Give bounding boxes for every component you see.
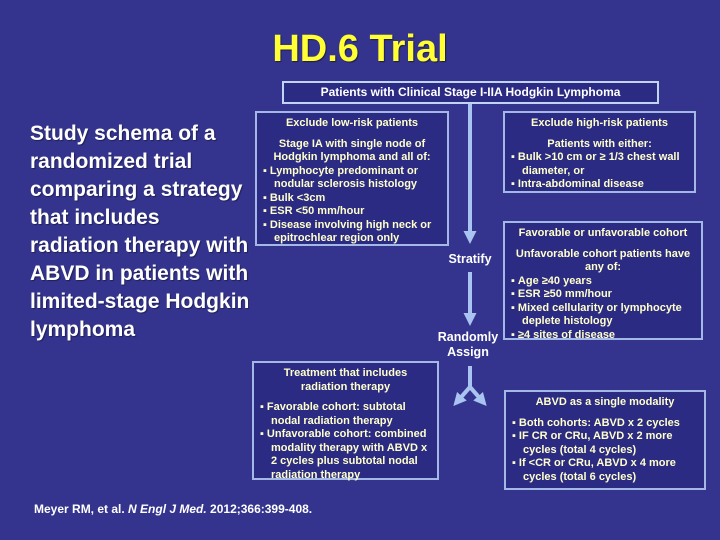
- list-item: ▪ESR <50 mm/hour: [263, 205, 441, 219]
- list-item: ▪Age ≥40 years: [511, 275, 695, 289]
- abvd-modality-header: ABVD as a single modality: [535, 396, 675, 408]
- list-item: ▪IF CR or CRu, ABVD x 2 more cycles (tot…: [512, 430, 698, 457]
- population-box-label: Patients with Clinical Stage I-IIA Hodgk…: [320, 85, 621, 99]
- cohort-bullets: ▪Age ≥40 years ▪ESR ≥50 mm/hour ▪Mixed c…: [511, 275, 695, 343]
- bullet-marker-icon: ▪: [511, 274, 515, 287]
- slide-title: HD.6 Trial: [272, 28, 448, 70]
- bullet-text: ≥4 sites of disease: [517, 328, 616, 341]
- radiation-treatment-header: Treatment that includes radiation therap…: [283, 367, 408, 393]
- exclude-low-risk-bullets: ▪Lymphocyte predominant or nodular scler…: [263, 165, 441, 246]
- exclude-low-risk-subheader: Stage IA with single node of Hodgkin lym…: [273, 137, 431, 164]
- bullet-marker-icon: ▪: [263, 164, 267, 177]
- fork-right-arrow-icon: [468, 385, 487, 407]
- exclude-high-risk-bullets: ▪Bulk >10 cm or ≥ 1/3 chest wall diamete…: [511, 151, 688, 192]
- bullet-marker-icon: ▪: [511, 151, 515, 163]
- population-box: Patients with Clinical Stage I-IIA Hodgk…: [282, 81, 659, 104]
- list-item: ▪If <CR or CRu, ABVD x 4 more cycles (to…: [512, 457, 698, 484]
- bullet-text: Lymphocyte predominant or nodular sclero…: [269, 164, 419, 191]
- bullet-text: Disease involving high neck or epitrochl…: [269, 218, 432, 245]
- cohort-header: Favorable or unfavorable cohort: [518, 227, 688, 239]
- bullet-marker-icon: ▪: [263, 205, 267, 217]
- radiation-treatment-box: Treatment that includes radiation therap…: [252, 361, 439, 482]
- list-item: ▪Bulk <3cm: [263, 192, 441, 206]
- exclude-high-risk-box: Exclude high-risk patients Patients with…: [503, 111, 696, 193]
- bullet-marker-icon: ▪: [260, 401, 264, 413]
- abvd-modality-bullets: ▪Both cohorts: ABVD x 2 cycles ▪IF CR or…: [512, 417, 698, 485]
- bullet-marker-icon: ▪: [512, 457, 516, 469]
- randomly-assign-label: Randomly Assign: [437, 330, 499, 359]
- bullet-marker-icon: ▪: [512, 416, 516, 429]
- cohort-subheader: Unfavorable cohort patients have any of:: [515, 247, 691, 274]
- radiation-treatment-bullets: ▪Favorable cohort: subtotal nodal radiat…: [260, 401, 431, 482]
- fork-left-arrow-icon: [453, 385, 472, 407]
- list-item: ▪Disease involving high neck or epitroch…: [263, 219, 441, 246]
- list-item: ▪Intra-abdominal disease: [511, 178, 688, 192]
- bullet-text: Mixed cellularity or lymphocyte deplete …: [517, 301, 682, 328]
- list-item: ▪Bulk >10 cm or ≥ 1/3 chest wall diamete…: [511, 151, 688, 178]
- bullet-marker-icon: ▪: [260, 428, 264, 440]
- bullet-text: Age ≥40 years: [517, 274, 592, 287]
- bullet-marker-icon: ▪: [511, 301, 515, 314]
- bullet-marker-icon: ▪: [263, 191, 267, 204]
- citation-authors: Meyer RM, et al.: [34, 502, 129, 516]
- citation-journal: N Engl J Med.: [128, 502, 207, 516]
- list-item: ▪Both cohorts: ABVD x 2 cycles: [512, 417, 698, 431]
- bullet-text: ESR ≥50 mm/hour: [517, 288, 612, 300]
- bullet-marker-icon: ▪: [263, 218, 267, 231]
- list-item: ▪Lymphocyte predominant or nodular scler…: [263, 165, 441, 192]
- bullet-text: IF CR or CRu, ABVD x 2 more cycles (tota…: [518, 430, 673, 456]
- citation: Meyer RM, et al. N Engl J Med. 2012;366:…: [34, 502, 312, 516]
- bullet-text: Bulk <3cm: [269, 191, 326, 204]
- list-item: ▪Mixed cellularity or lymphocyte deplete…: [511, 302, 695, 329]
- bullet-text: Unfavorable cohort: combined modality th…: [266, 428, 428, 481]
- bullet-text: Intra-abdominal disease: [517, 178, 644, 190]
- bullet-marker-icon: ▪: [511, 178, 515, 190]
- exclude-low-risk-header: Exclude low-risk patients: [285, 117, 419, 129]
- bullet-text: Bulk >10 cm or ≥ 1/3 chest wall diameter…: [517, 151, 680, 177]
- exclude-high-risk-header: Exclude high-risk patients: [531, 117, 668, 129]
- list-item: ▪≥4 sites of disease: [511, 329, 695, 343]
- stratify-label: Stratify: [448, 252, 492, 266]
- study-description: Study schema of a randomized trial compa…: [30, 122, 250, 341]
- list-item: ▪Favorable cohort: subtotal nodal radiat…: [260, 401, 431, 428]
- bullet-marker-icon: ▪: [512, 430, 516, 442]
- bullet-marker-icon: ▪: [511, 328, 515, 341]
- list-item: ▪ESR ≥50 mm/hour: [511, 288, 695, 302]
- abvd-modality-box: ABVD as a single modality ▪Both cohorts:…: [504, 390, 706, 490]
- bullet-marker-icon: ▪: [511, 288, 515, 300]
- cohort-box: Favorable or unfavorable cohort Unfavora…: [503, 221, 703, 343]
- bullet-text: Both cohorts: ABVD x 2 cycles: [518, 416, 680, 429]
- bullet-text: Favorable cohort: subtotal nodal radiati…: [266, 401, 406, 427]
- citation-reference: 2012;366:399-408.: [206, 502, 313, 516]
- exclude-low-risk-box: Exclude low-risk patients Stage IA with …: [255, 111, 449, 246]
- bullet-text: If <CR or CRu, ABVD x 4 more cycles (tot…: [518, 457, 676, 483]
- list-item: ▪Unfavorable cohort: combined modality t…: [260, 428, 431, 482]
- exclude-high-risk-subheader: Patients with either:: [547, 137, 652, 150]
- bullet-text: ESR <50 mm/hour: [269, 205, 365, 217]
